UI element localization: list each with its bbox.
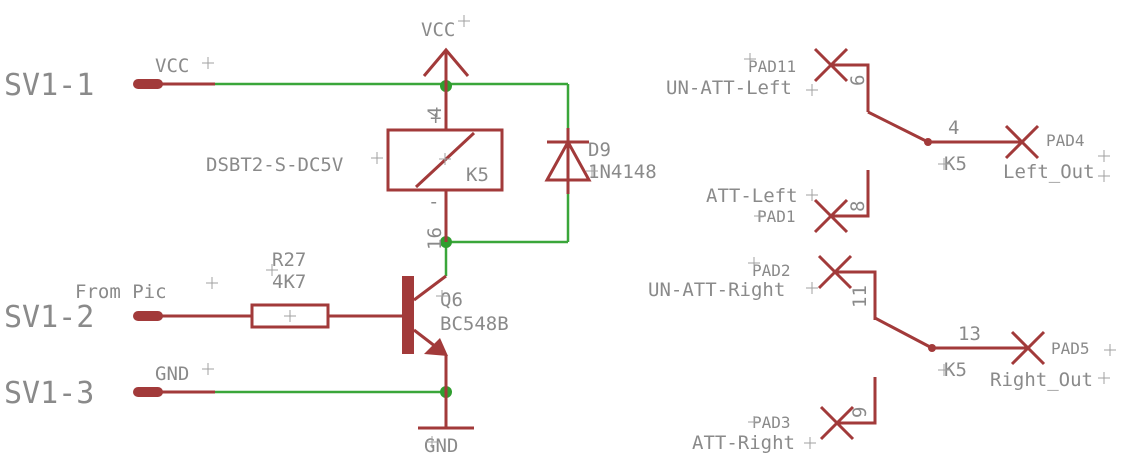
resistor-name-label: R27 xyxy=(272,249,306,271)
pad1-lead xyxy=(831,170,870,218)
relay-switch-right: 11 13 9 K5 xyxy=(817,254,1046,441)
pad11-lead xyxy=(831,63,870,112)
origin-marks xyxy=(202,15,1116,449)
relay-k5: DSBT2-S-DC5V K5 + - 4 16 xyxy=(206,86,504,250)
from-pic-label: From Pic xyxy=(75,281,167,303)
pad5-signal: Right_Out xyxy=(990,369,1093,391)
relay-plus-sign: + xyxy=(430,107,441,129)
pad3-lead xyxy=(837,377,877,425)
sv1-3-label: SV1-3 xyxy=(4,376,94,411)
relay-switch-left: 6 4 8 K5 xyxy=(813,47,1040,234)
origin-mark-pad5-signal xyxy=(1098,372,1110,384)
connector-sv1: SV1-1 SV1-2 SV1-3 xyxy=(4,68,215,411)
origin-mark-pad5 xyxy=(1104,344,1116,356)
origin-mark-switch-left xyxy=(938,158,950,170)
pad1-name: PAD1 xyxy=(757,207,796,226)
switch-left-name: K5 xyxy=(944,153,967,175)
relay-part-label: DSBT2-S-DC5V xyxy=(206,154,343,176)
resistor-r27: R27 4K7 xyxy=(215,249,402,329)
pad-labels: PAD11 UN-ATT-Left PAD4 Left_Out ATT-Left… xyxy=(648,57,1095,454)
pad4-name: PAD4 xyxy=(1046,131,1085,150)
origin-mark-pad11 xyxy=(806,84,818,96)
pad11-name: PAD11 xyxy=(748,57,796,76)
pad3-name: PAD3 xyxy=(752,413,791,432)
relay-minus-sign: - xyxy=(428,191,439,213)
switch-right-pin-9: 9 xyxy=(849,407,871,418)
origin-mark-pad3-signal xyxy=(804,437,816,449)
switch-right-lever xyxy=(874,316,933,350)
relay-pin-16: 16 xyxy=(424,227,446,250)
origin-mark-pad1-name xyxy=(754,210,766,222)
origin-mark-pad2 xyxy=(806,282,818,294)
pad4-signal: Left_Out xyxy=(1003,161,1095,183)
origin-mark-gnd-bottom xyxy=(426,436,438,448)
origin-mark-diode xyxy=(586,165,598,177)
switch-right-pin-11: 11 xyxy=(849,285,871,308)
origin-mark-gnd xyxy=(202,363,214,375)
gnd-wire-label: GND xyxy=(155,363,189,385)
origin-mark-pad3 xyxy=(748,416,760,428)
origin-mark-switch-right xyxy=(938,364,950,376)
vcc-supply-symbol: VCC xyxy=(421,19,470,86)
origin-mark-vcc-wire xyxy=(202,57,214,69)
origin-mark-pad1 xyxy=(806,189,818,201)
pad4-cross-b xyxy=(1004,124,1040,160)
origin-mark-pad4-signal xyxy=(1098,170,1110,182)
transistor-emitter-arrow xyxy=(424,338,448,356)
sv1-1-pin xyxy=(133,79,163,89)
gnd-bottom-label: GND xyxy=(424,435,458,457)
diode-value-label: 1N4148 xyxy=(588,161,657,183)
transistor-base-bar xyxy=(402,276,414,354)
origin-mark-relay xyxy=(371,152,383,164)
vcc-top-label: VCC xyxy=(421,19,455,41)
pad2-signal: UN-ATT-Right xyxy=(648,279,785,301)
origin-mark-vcc-top xyxy=(458,15,470,27)
diode-d9: D9 1N4148 xyxy=(544,128,657,194)
origin-mark-relay-center xyxy=(439,153,451,165)
pad5-name: PAD5 xyxy=(1051,339,1090,358)
origin-mark-pad2-name xyxy=(748,257,760,269)
switch-left-pin-4: 4 xyxy=(948,117,959,139)
switch-left-pin-6: 6 xyxy=(847,75,869,86)
wires xyxy=(215,78,570,394)
sv1-2-label: SV1-2 xyxy=(4,300,94,335)
pad2-name: PAD2 xyxy=(752,261,791,280)
switch-left-pin-8: 8 xyxy=(847,201,869,212)
transistor-name-label: Q6 xyxy=(440,289,463,311)
origin-mark-pad11-name xyxy=(744,53,756,65)
switch-right-pin-13: 13 xyxy=(958,323,981,345)
pad2-lead xyxy=(835,270,877,320)
origin-mark-resistor-name xyxy=(266,264,278,276)
switch-left-lever xyxy=(867,110,929,144)
switch-right-name: K5 xyxy=(944,359,967,381)
transistor-q6: Q6 BC548B xyxy=(402,274,509,392)
pad3-cross-b xyxy=(819,405,855,441)
gnd-symbol: GND xyxy=(418,392,474,457)
pad1-cross-b xyxy=(813,198,849,234)
transistor-value-label: BC548B xyxy=(440,313,509,335)
sv1-3-pin xyxy=(133,387,163,397)
origin-mark-from-pic xyxy=(206,277,218,289)
sv1-2-pin xyxy=(133,311,163,321)
diode-name-label: D9 xyxy=(588,139,611,161)
pad3-signal: ATT-Right xyxy=(692,432,795,454)
pad1-signal: ATT-Left xyxy=(706,185,798,207)
resistor-value-label: 4K7 xyxy=(272,271,306,293)
relay-name-label: K5 xyxy=(466,164,489,186)
transistor-collector xyxy=(413,274,447,302)
relay-pin-4: 4 xyxy=(424,107,446,118)
origin-mark-transistor xyxy=(436,290,448,302)
sv1-1-label: SV1-1 xyxy=(4,68,94,103)
origin-mark-pad4 xyxy=(1098,150,1110,162)
vcc-wire-label: VCC xyxy=(155,55,189,77)
origin-mark-resistor xyxy=(284,310,296,322)
pad5-cross-b xyxy=(1010,330,1046,366)
pad11-signal: UN-ATT-Left xyxy=(666,77,792,99)
